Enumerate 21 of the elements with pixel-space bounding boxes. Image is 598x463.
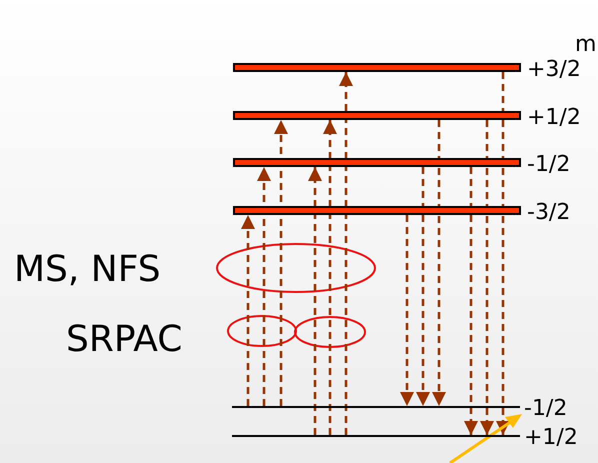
transition-arrow (323, 120, 337, 435)
method-label: SRPAC (66, 322, 182, 358)
axis-heading: m (575, 34, 596, 56)
spin-projection-label: -3/2 (527, 202, 570, 224)
transition-arrow (464, 167, 478, 435)
spin-projection-label: +1/2 (527, 106, 581, 128)
transition-arrow (241, 215, 255, 406)
transition-arrow (496, 72, 510, 435)
spin-projection-label: +3/2 (527, 58, 581, 80)
method-label: MS, NFS (14, 252, 161, 288)
transition-arrow (416, 167, 430, 406)
spin-projection-label: +1/2 (524, 427, 578, 449)
transition-arrow (400, 215, 414, 406)
spin-projection-label: -1/2 (527, 154, 570, 176)
spin-projection-label: -1/2 (524, 398, 568, 420)
transition-arrow (308, 167, 322, 435)
transition-arrow (257, 167, 271, 406)
transition-arrow (432, 120, 446, 406)
transition-arrow (480, 120, 494, 435)
transition-arrow (339, 72, 353, 435)
transition-arrow (274, 120, 288, 406)
